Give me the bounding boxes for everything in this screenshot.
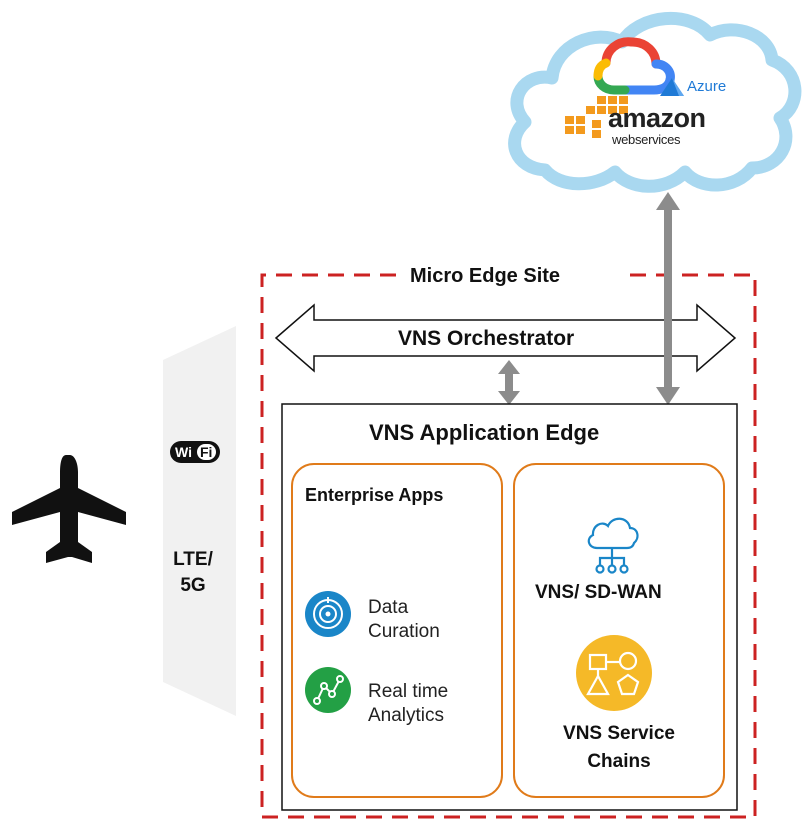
lte-line2: 5G: [180, 575, 206, 596]
cloud-network-icon: [587, 517, 639, 574]
data-curation-line2: Curation: [368, 621, 440, 642]
network-services-box: [513, 463, 725, 798]
aws-sublabel: webservices: [612, 132, 681, 147]
data-curation-line1: Data: [368, 597, 409, 618]
sdwan-label: VNS/ SD-WAN: [535, 582, 662, 603]
data-curation-label: Data Curation: [368, 596, 440, 644]
orchestrator-arrow: [274, 303, 737, 373]
graph-icon: [305, 667, 351, 713]
application-edge-title: VNS Application Edge: [369, 420, 600, 445]
aws-cubes-icon: [565, 96, 628, 138]
cloud-edge-arrow: [656, 192, 680, 405]
wifi-label-right: Fi: [200, 444, 213, 460]
service-chains-line2: Chains: [587, 751, 651, 772]
azure-icon: [660, 78, 684, 96]
lte-label: LTE/ 5G: [167, 547, 219, 599]
service-chains-label: VNS Service Chains: [514, 720, 724, 776]
cloud-shape: [508, 11, 802, 193]
lte-line1: LTE/: [173, 549, 213, 570]
aws-label: amazon: [608, 103, 706, 133]
analytics-label: Real time Analytics: [368, 680, 448, 728]
azure-label: Azure: [687, 78, 727, 95]
target-icon: [305, 591, 351, 637]
enterprise-apps-box: [291, 463, 503, 798]
micro-edge-site-border: [260, 273, 757, 819]
service-chains-icon: [576, 635, 652, 711]
service-chains-line1: VNS Service: [563, 723, 675, 744]
orchestrator-label: VNS Orchestrator: [398, 327, 575, 350]
site-title: Micro Edge Site: [410, 265, 561, 287]
orchestrator-edge-arrow: [498, 360, 520, 405]
wifi-icon: [170, 441, 220, 463]
airplane-icon: [12, 455, 126, 563]
enterprise-apps-title: Enterprise Apps: [305, 485, 444, 505]
signal-wedge: [163, 326, 236, 716]
analytics-line2: Analytics: [368, 705, 445, 726]
analytics-line1: Real time: [368, 681, 449, 702]
wifi-label-left: Wi: [175, 444, 192, 460]
